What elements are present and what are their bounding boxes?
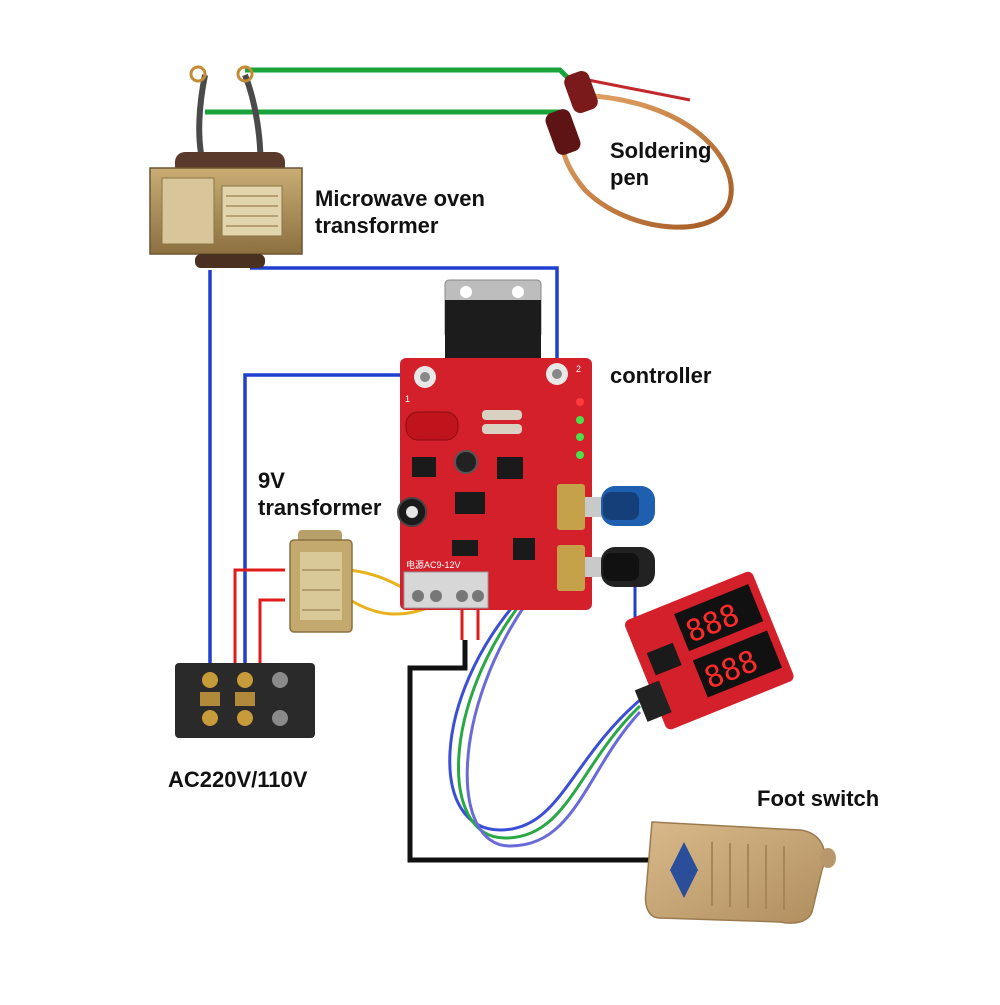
pen-red-tip — [587, 78, 691, 102]
tab-hole — [512, 286, 524, 298]
primary-wire-right — [250, 266, 559, 372]
resistor — [482, 410, 522, 420]
foot-switch-body — [644, 821, 826, 924]
foot-switch — [644, 821, 836, 924]
mains-screw — [237, 672, 253, 688]
soldering-pen — [545, 71, 734, 230]
display-chip — [646, 642, 682, 676]
pen-cable — [559, 92, 734, 230]
terminal-2-mark: 2 — [576, 364, 581, 374]
display-connector — [634, 680, 672, 722]
power-terminal-block — [403, 571, 489, 609]
foot-switch-emblem — [670, 842, 698, 898]
ic-chip — [513, 538, 535, 560]
potentiometer-shaft — [585, 557, 603, 577]
terminal-screw — [456, 590, 468, 602]
foot-switch-label: Foot switch — [757, 786, 880, 811]
transformer-primary-wire-b — [258, 598, 285, 672]
ribbon-cable-2 — [457, 597, 642, 840]
terminal-screw — [472, 590, 484, 602]
led-red — [576, 398, 584, 406]
mains-screw — [202, 710, 218, 726]
time-knob-grip — [603, 492, 639, 520]
lug-left — [189, 65, 207, 83]
terminal-2-hole — [552, 369, 562, 379]
soldering-pen-label: Soldering pen — [610, 137, 711, 191]
transformer-9v-winding — [300, 552, 342, 620]
pen-handle-bottom — [545, 109, 581, 155]
potentiometer-shaft — [585, 497, 603, 517]
capacitor — [454, 450, 478, 474]
pen-handle-top — [564, 71, 598, 113]
power-input-mark: 电源AC9-12V — [406, 559, 461, 570]
bottom-coil — [195, 254, 265, 268]
ic-chip — [452, 540, 478, 556]
mains-screw — [272, 710, 288, 726]
ribbon-cable-3 — [465, 597, 642, 848]
led-green — [576, 416, 584, 424]
display-top — [674, 584, 764, 652]
transformer-9v-label-line2: transformer — [258, 495, 382, 520]
fuse — [405, 411, 459, 441]
led-green — [576, 451, 584, 459]
resistor — [482, 424, 522, 434]
ic-chip — [412, 457, 436, 477]
transformer-9v-label-line1: 9V — [258, 468, 285, 493]
secondary-wire-top — [245, 67, 582, 92]
potentiometer-body — [557, 545, 585, 591]
microwave-transformer — [149, 65, 303, 268]
mains-terminal-block — [175, 663, 315, 738]
foot-switch-wire — [407, 640, 650, 863]
rating-plate-2 — [221, 185, 283, 237]
terminal-1-hole — [420, 372, 430, 382]
terminal-bar — [235, 692, 255, 706]
mains-screw — [237, 710, 253, 726]
soldering-pen-label-line1: Soldering — [610, 138, 712, 163]
potentiometer-body — [557, 484, 585, 530]
controller-wire-1 — [243, 373, 425, 672]
current-knob-grip — [603, 553, 639, 581]
pedal-hinge — [820, 848, 836, 868]
thyristor-body — [445, 300, 541, 362]
display-bottom — [692, 630, 782, 698]
transformer-9v — [289, 530, 353, 633]
rating-plate — [161, 177, 215, 245]
transformer-9v-label: 9V transformer — [258, 467, 381, 521]
lug-right — [236, 65, 254, 83]
mains-screw — [272, 672, 288, 688]
terminal-screw — [412, 590, 424, 602]
microwave-transformer-label: Microwave oven transformer — [315, 185, 485, 239]
terminal-screw — [430, 590, 442, 602]
capacitor-highlight — [406, 506, 418, 518]
tab-hole — [460, 286, 472, 298]
led-green — [576, 433, 584, 441]
ic-chip — [455, 492, 485, 514]
soldering-pen-label-line2: pen — [610, 165, 650, 190]
microwave-transformer-label-line2: transformer — [315, 213, 439, 238]
mains-label: AC220V/110V — [168, 767, 308, 792]
microwave-transformer-label-line1: Microwave oven — [315, 186, 485, 211]
controller-board: 1 2 电源AC9-12V — [397, 279, 655, 610]
terminal-bar — [200, 692, 220, 706]
display-module: 888 888 — [625, 571, 794, 730]
ribbon-cable-1 — [448, 597, 641, 832]
mains-screw — [202, 672, 218, 688]
ic-chip — [497, 457, 523, 479]
terminal-1-mark: 1 — [405, 394, 410, 404]
controller-label: controller — [610, 363, 712, 388]
transformer-primary-wire-a — [233, 568, 285, 672]
